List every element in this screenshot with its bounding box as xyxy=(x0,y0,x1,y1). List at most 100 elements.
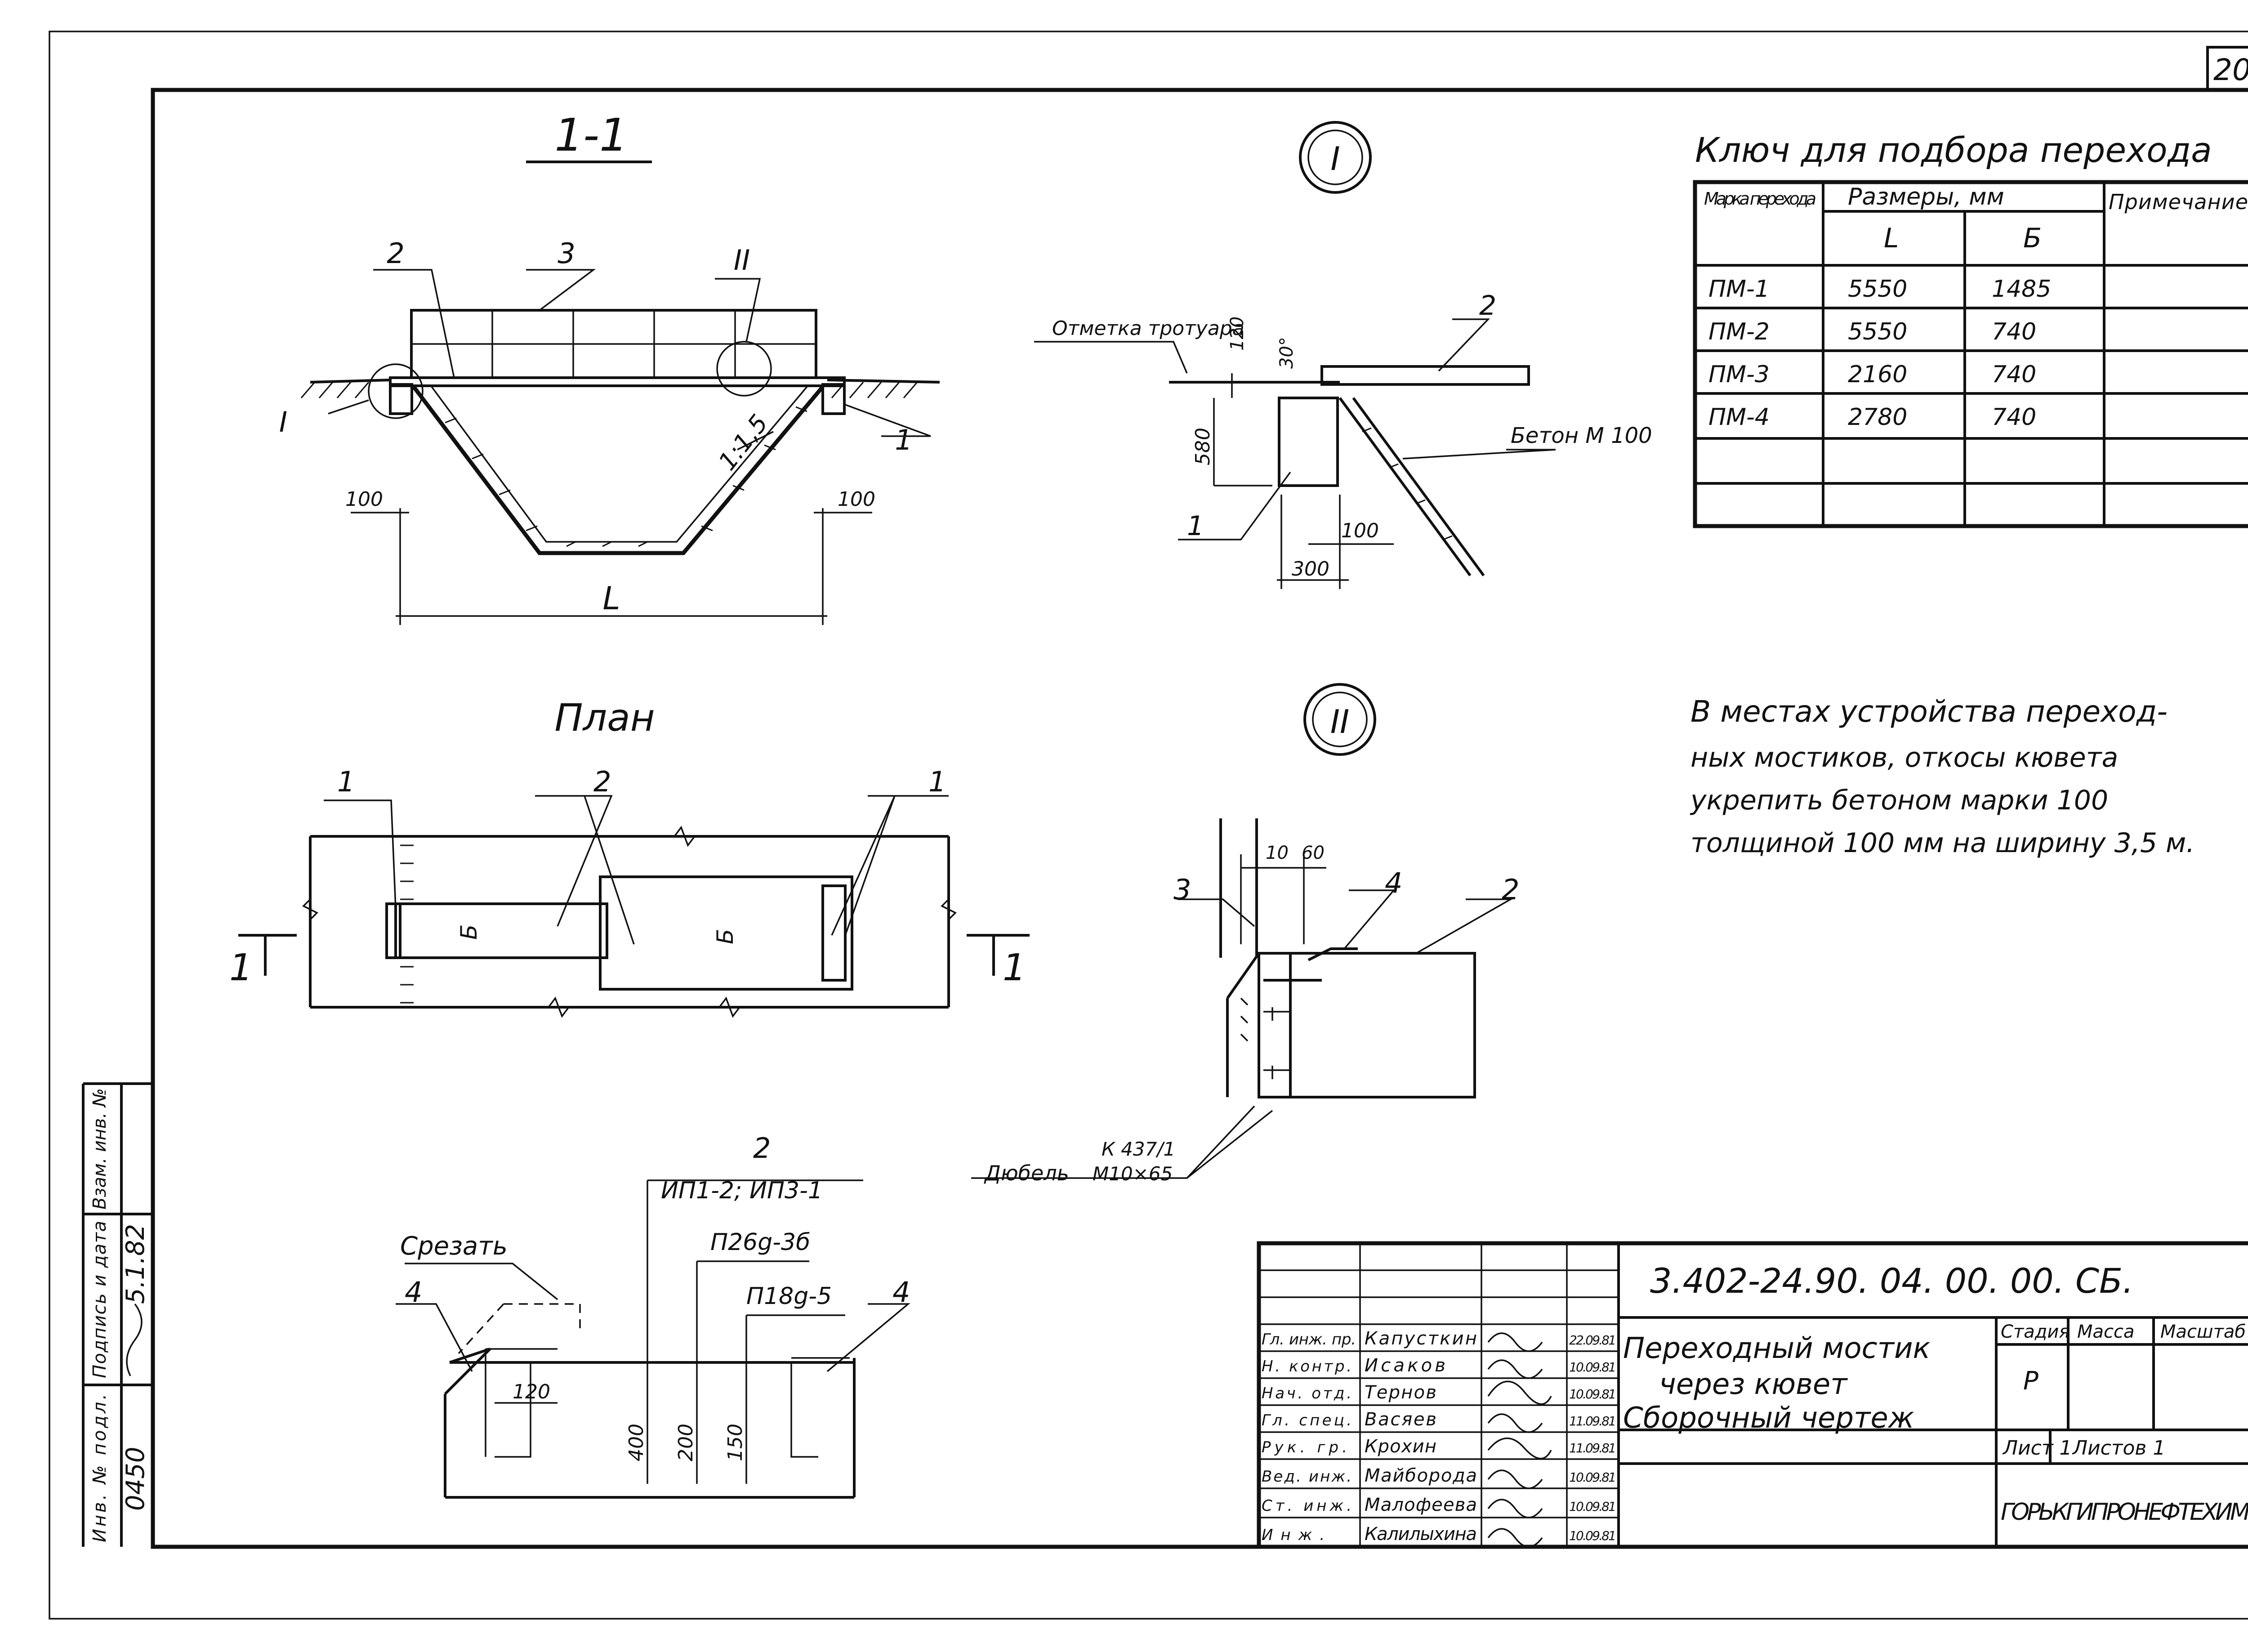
detail-I-circle xyxy=(368,363,424,419)
title-block-frame xyxy=(1257,1241,2248,1549)
detail-I-dim-300: 300 xyxy=(1292,558,1329,580)
key-col-note: Примечание xyxy=(2109,190,2248,214)
detail-II-dim-60: 60 xyxy=(1302,843,1325,863)
staff-date: 11.09.81 xyxy=(1569,1441,1616,1456)
staff-date: 10.09.81 xyxy=(1569,1387,1616,1402)
title-line: Сборочный чертеж xyxy=(1623,1402,1914,1435)
title-sheets: Листов 1 xyxy=(2072,1437,2165,1460)
profile-dims xyxy=(396,1179,910,1484)
section-pos2: 2 xyxy=(387,237,404,270)
detail-I-callout xyxy=(1299,121,1372,194)
plan-slab-left xyxy=(394,902,608,959)
profile-dim-400: 400 xyxy=(625,1424,648,1461)
section-pos1: 1 xyxy=(895,424,912,456)
sheet-number: 20 xyxy=(2213,53,2248,87)
stamp-inv-orig: Инв. № подл. xyxy=(89,1394,110,1542)
detail-I-drawing xyxy=(1169,365,1530,576)
key-row-B: 740 xyxy=(1992,361,2036,388)
key-table-frame xyxy=(1693,180,2248,528)
staff-role: Н. контр. xyxy=(1262,1357,1351,1375)
profile-view: Срезать 4 4 2 ИП1-2; ИП3-1 П26g-3б П18g-… xyxy=(396,1132,910,1499)
note-line: ных мостиков, откосы кювета xyxy=(1690,742,2118,773)
ground-hatch xyxy=(300,382,918,398)
detail-I-dim-580: 580 xyxy=(1191,428,1214,465)
title-block: 3.402-24.90. 04. 00. 00. СБ. Переходный … xyxy=(1257,1241,2248,1549)
detail-I-dim-120: 120 xyxy=(1227,317,1248,351)
section-dim-length: L xyxy=(603,580,620,617)
detail-II-label: II xyxy=(1330,703,1349,741)
note-line: В местах устройства переход- xyxy=(1690,694,2168,729)
profile-dim-120: 120 xyxy=(513,1380,550,1403)
key-row-L: 5550 xyxy=(1848,276,1907,303)
title-doc-code: 3.402-24.90. 04. 00. 00. СБ. xyxy=(1650,1261,2133,1301)
title-stage-label: Стадия xyxy=(2001,1322,2070,1342)
leaders xyxy=(328,269,931,451)
key-row-B: 740 xyxy=(1992,404,2036,431)
profile-cut-label: Срезать xyxy=(400,1232,508,1261)
detail-I: I Отметка тротуара 120 30° 580 300 100 2… xyxy=(1034,121,1652,589)
plan-pos1-left: 1 xyxy=(337,765,355,798)
railing-grid xyxy=(411,310,816,378)
detail-I-pos1: 1 xyxy=(1187,510,1204,542)
detail-II-dowel-bottom: М10×65 xyxy=(1093,1163,1173,1185)
profile-cut-corner xyxy=(458,1303,581,1354)
key-table-grid xyxy=(1695,182,2248,526)
stamp-inv-value: 0450 xyxy=(121,1447,150,1511)
staff-name: Тернов xyxy=(1365,1382,1436,1403)
staff-date: 10.09.81 xyxy=(1569,1528,1616,1543)
plan-cut-right: 1 xyxy=(1003,947,1026,989)
detail-I-pos2: 2 xyxy=(1479,290,1496,321)
section-dims xyxy=(351,508,872,625)
plan-pos1-right: 1 xyxy=(928,765,946,798)
detail-II: II 10 60 3 4 2 Дюбель К 437/1 М10×65 xyxy=(971,683,1519,1185)
key-row-B: 740 xyxy=(1992,318,2036,345)
section-pos3: 3 xyxy=(558,237,575,270)
detail-I-label: I xyxy=(1330,140,1340,178)
key-col-L: L xyxy=(1884,223,1899,254)
ditch-hatch xyxy=(445,406,807,547)
detail-II-dowel-top: К 437/1 xyxy=(1102,1138,1175,1160)
staff-name: Калилыхина xyxy=(1365,1524,1477,1545)
title-org: ГОРЬКГИПРОНЕФТЕХИМ xyxy=(2001,1499,2248,1526)
plan-break-marks xyxy=(302,826,957,1018)
title-scale-label: Масштаб xyxy=(2160,1322,2246,1342)
staff-date: 10.09.81 xyxy=(1569,1470,1616,1485)
title-line: через кювет xyxy=(1659,1368,1848,1401)
key-row-mark: ПМ-3 xyxy=(1708,361,1770,388)
detail-II-dowel: Дюбель xyxy=(984,1161,1069,1185)
profile-dim-150: 150 xyxy=(724,1424,747,1461)
outer-border xyxy=(49,31,2248,1620)
section-slope: 1:1,5 xyxy=(713,409,774,476)
key-col-mark: Марка перехода xyxy=(1704,189,1816,209)
key-row-mark: ПМ-1 xyxy=(1708,276,1770,303)
title-sheet: Лист 1 xyxy=(2002,1437,2072,1460)
key-row-B: 1485 xyxy=(1992,276,2051,303)
title-block-grid xyxy=(1617,1243,2248,1547)
detail-II-circle xyxy=(716,341,772,397)
detail-I-dim-100: 100 xyxy=(1341,519,1379,542)
profile-dim-200: 200 xyxy=(674,1424,697,1461)
side-stamp-grid xyxy=(82,1082,154,1547)
profile-pos2: 2 xyxy=(753,1132,771,1165)
detail-II-drawing xyxy=(1219,818,1476,1098)
support-left xyxy=(389,383,413,415)
detail-II-callout-inner xyxy=(1312,692,1368,747)
staff-name: Майборода xyxy=(1365,1465,1477,1486)
section-mark-I: I xyxy=(279,406,287,438)
detail-I-concrete: Бетон М 100 xyxy=(1511,423,1652,448)
note: В местах устройства переход- ных мостико… xyxy=(1690,694,2194,859)
detail-I-sidewalk: Отметка тротуара xyxy=(1052,317,1244,340)
plan-cut-left: 1 xyxy=(229,947,253,989)
section-dim-left: 100 xyxy=(345,488,383,511)
key-table: Ключ для подбора перехода Марка перехода… xyxy=(1693,130,2248,528)
staff-name: Малофеева xyxy=(1365,1495,1477,1515)
plan-dim-b2: Б xyxy=(712,929,738,944)
profile-mark-mid: П26g-3б xyxy=(710,1229,810,1256)
plan-support-right xyxy=(821,884,847,982)
detail-II-pos2: 2 xyxy=(1502,873,1519,906)
key-col-B: Б xyxy=(2023,223,2042,254)
profile-pos4-right: 4 xyxy=(892,1276,910,1308)
staff-name: Васяев xyxy=(1365,1409,1436,1430)
plan-dim-b1: Б xyxy=(456,924,482,940)
plan-support-left xyxy=(385,902,401,959)
